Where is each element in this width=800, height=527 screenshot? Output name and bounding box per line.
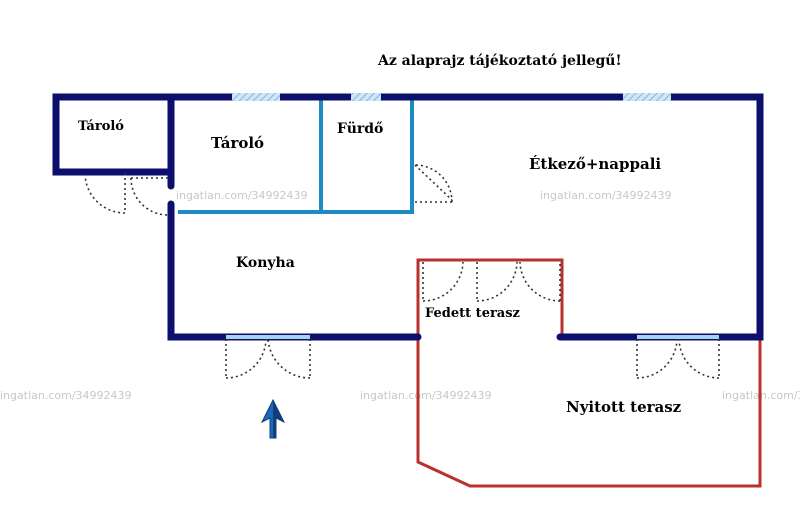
door-kitchen-left [225,338,267,379]
room-label-open-terrace: Nyitott terasz [566,398,682,416]
door-storage-small [84,172,126,214]
room-label-storage-small: Tároló [78,119,124,134]
inner-walls [178,100,414,214]
window [637,335,719,339]
watermarks: ingatlan.com/34992439 ingatlan.com/34992… [0,189,800,402]
outer-walls [52,93,764,341]
north-arrow-icon [260,398,286,439]
room-label-dining-living: Étkező+nappali [529,155,661,173]
room-label-bathroom: Fürdő [337,121,383,137]
door-open-right [678,338,720,379]
window [623,93,671,101]
door-terrace-1 [422,261,464,302]
watermark-text: ingatlan.com/34992439 [176,189,308,202]
room-label-kitchen: Konyha [236,255,295,271]
windows [226,93,719,339]
door-open-left [636,338,678,379]
notice-text: Az alaprajz tájékoztató jellegű! [377,53,622,69]
terrace-outline [416,258,762,488]
wall-left-bottom [167,200,422,341]
room-label-storage: Tároló [211,134,264,152]
door-living [414,164,453,203]
door-side [130,177,169,216]
window [232,93,280,101]
window [351,93,381,101]
door-kitchen-right [267,338,311,379]
room-label-covered-terrace: Fedett terasz [425,306,520,321]
wall-top-right [52,93,764,341]
doors [84,164,720,379]
watermark-text: ingatlan.com/34992439 [540,189,672,202]
watermark-text: ingatlan.com/34992439 [360,389,492,402]
room-labels: Tároló Tároló Fürdő Étkező+nappali Konyh… [78,119,682,416]
open-terrace-boundary [416,337,762,488]
door-terrace-3 [519,261,561,302]
door-terrace-2 [476,261,518,302]
covered-terrace-boundary [416,258,564,337]
watermark-text: ingatlan.com/34992439 [0,389,132,402]
window [226,335,310,339]
